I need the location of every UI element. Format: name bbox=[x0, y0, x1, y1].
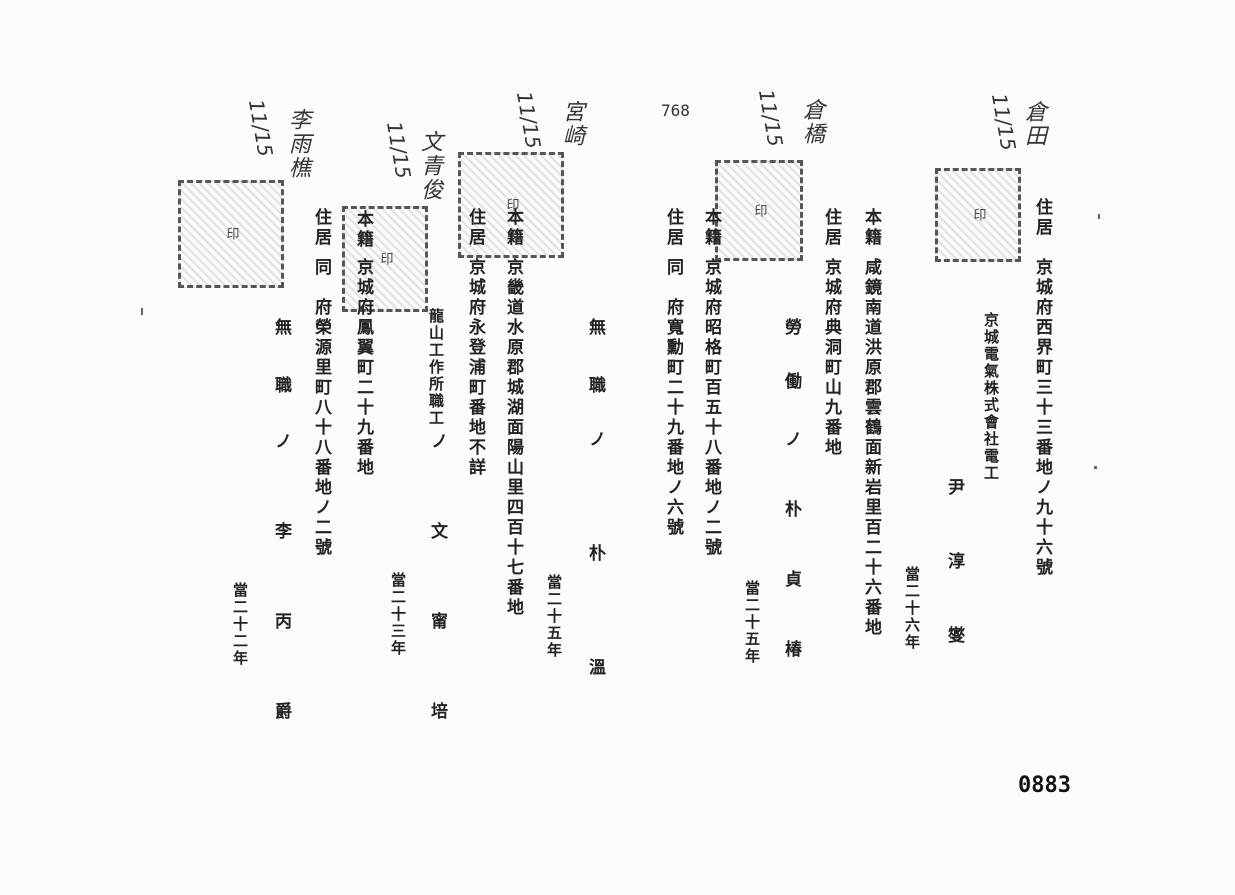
residence-r1: 京城府西界町三十三番地ノ九十六號 bbox=[1032, 258, 1052, 578]
seal-stamp-r4: 印 bbox=[342, 206, 428, 312]
scan-speck bbox=[1094, 466, 1097, 469]
domicile-label-r2: 本籍 bbox=[861, 208, 881, 248]
age-r4: 當二十三年 bbox=[389, 572, 407, 657]
age-r5: 當二十二年 bbox=[231, 582, 249, 667]
residence-r5: 同 府榮源里町八十八番地ノ二號 bbox=[311, 258, 331, 558]
residence-label-r2: 住居 bbox=[821, 208, 841, 248]
residence-r2: 京城府典洞町山九番地 bbox=[821, 258, 841, 458]
seal-stamp-r3: 印 bbox=[458, 152, 564, 258]
domicile-r4: 京畿道水原郡城湖面陽山里四百十七番地 bbox=[503, 258, 523, 618]
residence-r4: 京城府永登浦町番地不詳 bbox=[465, 258, 485, 478]
scan-speck bbox=[141, 308, 143, 315]
seal-stamp-r2: 印 bbox=[715, 160, 803, 261]
date-mark-r5: 11/15 bbox=[243, 97, 278, 159]
occupation-r2: 勞 働 bbox=[781, 318, 801, 399]
name-r1: 尹 淳 燮 bbox=[944, 478, 964, 663]
age-r1: 當二十六年 bbox=[903, 566, 921, 651]
domicile-r3: 京城府昭格町百五十八番地ノ二號 bbox=[701, 258, 721, 558]
age-r3: 當二十五年 bbox=[545, 574, 563, 659]
signature-r3: 宮崎 bbox=[559, 100, 584, 148]
domicile-r5: 京城府鳳翼町二十九番地 bbox=[353, 258, 373, 478]
page-number: 0883 bbox=[1018, 773, 1071, 798]
occupation-r3: 無 職 bbox=[585, 318, 605, 405]
signature-r5: 李雨樵 bbox=[285, 108, 310, 180]
signature-r4: 文青俊 bbox=[417, 130, 442, 202]
date-mark-r4: 11/15 bbox=[381, 119, 416, 181]
seal-stamp-r5: 印 bbox=[178, 180, 284, 288]
name-r3: ノ 朴 溫 bbox=[585, 430, 605, 715]
scan-speck bbox=[1098, 214, 1100, 219]
occupation-r5: 無 職 bbox=[271, 318, 291, 405]
reference-number: 768 bbox=[661, 101, 690, 120]
name-r5: ノ 李 丙 爵 bbox=[271, 432, 291, 747]
name-r4: ノ 文 甯 培 bbox=[427, 432, 447, 747]
signature-r1: 倉田 bbox=[1021, 100, 1046, 148]
occupation-r1: 京城電氣株式會社電工 bbox=[982, 312, 1000, 482]
signature-r2: 倉橋 bbox=[799, 98, 824, 146]
domicile-label-r5: 本籍 bbox=[353, 210, 373, 250]
residence-label-r3: 住居 bbox=[663, 208, 683, 248]
domicile-r2: 咸鏡南道洪原郡雲鶴面新岩里百二十六番地 bbox=[861, 258, 881, 638]
residence-label-r4: 住居 bbox=[465, 208, 485, 248]
domicile-prefix-r3: 本籍 bbox=[701, 208, 721, 248]
residence-label-r1: 住居 bbox=[1032, 198, 1052, 238]
age-r2: 當二十五年 bbox=[743, 580, 761, 665]
residence-label-r5: 住居 bbox=[311, 208, 331, 248]
date-mark-r3: 11/15 bbox=[511, 89, 546, 151]
date-mark-r2: 11/15 bbox=[753, 87, 788, 149]
name-r2: ノ 朴 貞 椿 bbox=[781, 430, 801, 675]
residence-r3: 同 府寬勳町二十九番地ノ六號 bbox=[663, 258, 683, 538]
seal-stamp-r1: 印 bbox=[935, 168, 1021, 262]
date-mark-r1: 11/15 bbox=[986, 91, 1021, 153]
occupation-r4: 龍山工作所職工 bbox=[427, 308, 445, 427]
domicile-label-r4: 本籍 bbox=[503, 208, 523, 248]
